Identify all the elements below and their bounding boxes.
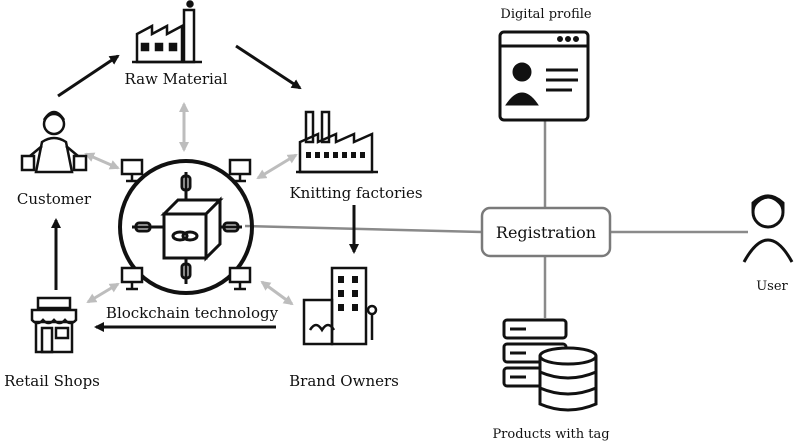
arrow-customer-to-raw-material	[57, 54, 120, 98]
blockchain-label: Blockchain technology	[106, 304, 279, 322]
digital-profile-label: Digital profile	[500, 7, 592, 22]
registration-label: Registration	[496, 223, 596, 242]
blockchain-link-arrows	[84, 102, 298, 306]
supply-flow-arrows	[51, 44, 359, 332]
customer-label: Customer	[17, 190, 92, 208]
products-database-icon	[502, 318, 598, 412]
digital-profile-icon	[498, 30, 590, 122]
products-with-tag-label: Products with tag	[492, 427, 609, 442]
link-customer	[84, 152, 120, 170]
factory-icon	[132, 0, 202, 64]
arrow-raw-material-to-knitting	[235, 44, 302, 90]
link-retail	[86, 282, 120, 304]
node-monitor-icons	[120, 158, 252, 291]
brand-building-icon	[302, 266, 378, 346]
customer-icon	[20, 110, 88, 174]
user-label: User	[756, 279, 788, 294]
retail-shops-label: Retail Shops	[4, 372, 100, 390]
registration-box	[480, 206, 612, 258]
blockchain-icon	[118, 158, 254, 295]
retail-shop-icon	[30, 296, 78, 354]
brand-owners-label: Brand Owners	[289, 372, 399, 390]
link-brand	[260, 280, 294, 306]
raw-material-label: Raw Material	[124, 70, 227, 88]
user-icon	[742, 194, 794, 263]
knitting-factories-label: Knitting factories	[289, 184, 422, 202]
registration-connectors	[244, 120, 748, 318]
link-knitting	[256, 153, 298, 180]
knitting-factory-icon	[296, 110, 378, 174]
